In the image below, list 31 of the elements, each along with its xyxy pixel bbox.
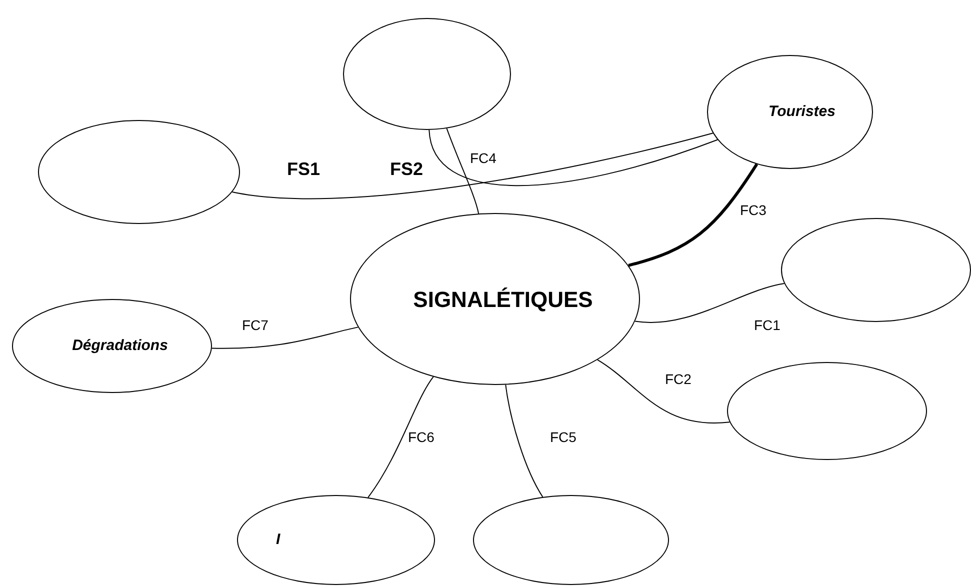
edge-label: FC6 [406,430,436,444]
ellipse-node [707,55,873,169]
ellipse-node [781,218,971,322]
edge-label: FS1 [285,160,322,178]
connector-line [428,129,718,186]
ellipse-node [343,18,511,130]
connector-line [368,376,434,498]
connector-line [211,326,358,349]
connector-line [597,359,730,424]
ellipse-node [12,299,212,393]
connector-line [505,384,544,498]
connector-line [232,132,714,199]
node-label: Dégradations [72,336,168,356]
connector-line [446,128,480,214]
edge-label: FC3 [738,203,768,217]
connector-line [634,283,785,323]
ellipse-node [237,495,435,585]
edge-label: FC5 [548,430,578,444]
ellipse-node [727,362,927,460]
connector-line [628,163,758,267]
central-ellipse [350,213,640,385]
ellipse-node [473,495,669,585]
ellipse-node [38,120,240,224]
node-label: Touristes [768,102,836,122]
edge-label: FS2 [388,160,426,178]
edge-label: FC4 [468,151,498,165]
edge-label: FC2 [663,372,694,386]
edge-label: FC7 [240,318,270,332]
node-label: I [276,530,280,550]
node-label: SIGNALÉTIQUES [413,286,593,314]
edge-label: FC1 [752,318,782,332]
